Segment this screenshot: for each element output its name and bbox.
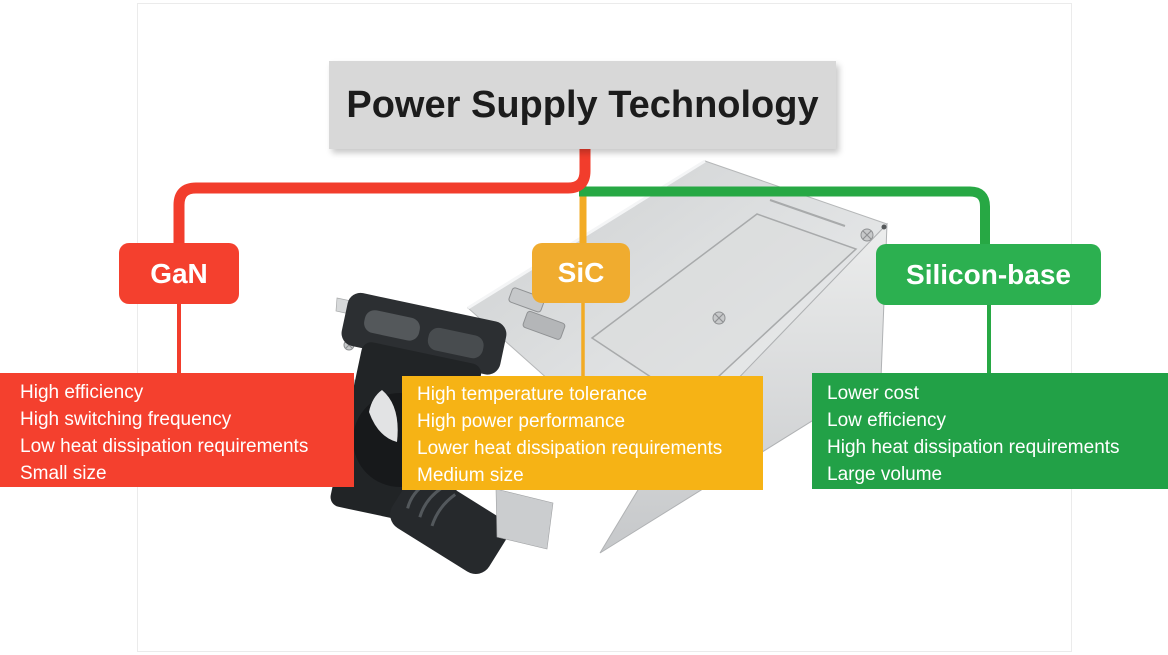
branch-details-gan: High efficiency High switching frequency… xyxy=(0,373,354,487)
branch-label-sic: SiC xyxy=(532,243,630,303)
title-box: Power Supply Technology xyxy=(329,61,836,149)
branch-details-sic: High temperature tolerance High power pe… xyxy=(402,376,763,490)
detail-line: Low heat dissipation requirements xyxy=(20,436,309,457)
detail-line: High power performance xyxy=(417,411,626,432)
detail-line: High heat dissipation requirements xyxy=(827,437,1120,458)
detail-line: High switching frequency xyxy=(20,409,232,430)
detail-line: Low efficiency xyxy=(827,410,946,431)
detail-line: Lower cost xyxy=(827,383,919,404)
detail-line: Lower heat dissipation requirements xyxy=(417,438,723,459)
branch-label-gan: GaN xyxy=(119,243,239,304)
detail-line: High efficiency xyxy=(20,382,144,403)
detail-line: Large volume xyxy=(827,464,943,485)
page-title: Power Supply Technology xyxy=(346,83,819,126)
detail-line: Medium size xyxy=(417,465,524,486)
detail-line: High temperature tolerance xyxy=(417,384,648,405)
slide-frame xyxy=(137,3,1072,652)
detail-line: Small size xyxy=(20,463,107,484)
branch-label-silicon-base: Silicon-base xyxy=(876,244,1101,305)
branch-details-silicon-base: Lower cost Low efficiency High heat diss… xyxy=(812,373,1168,489)
